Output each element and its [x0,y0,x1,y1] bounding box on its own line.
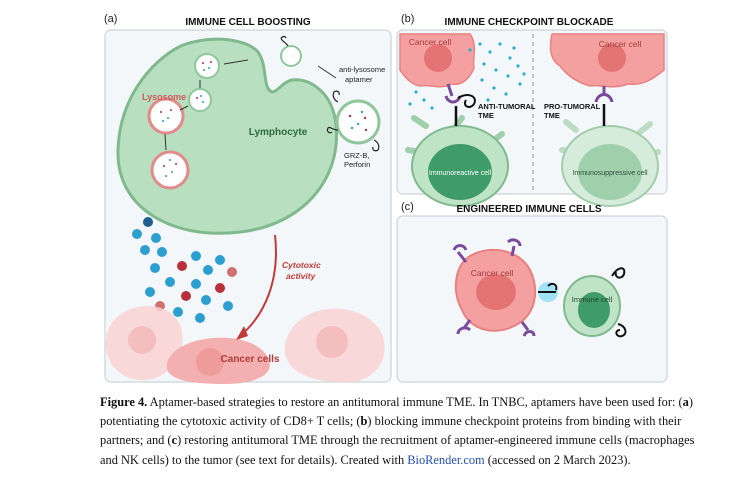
cancer-cell-c [452,238,537,337]
immunoreactive-label: Immunoreactive cell [429,170,492,177]
cancer-cell-left-label: Cancer cell [409,37,452,47]
caption-text: ) restoring antitumoral TME through the … [100,433,695,467]
checkpoint-receptor [594,86,614,103]
aptamer-icon [538,282,558,293]
granule-dots [132,217,237,323]
arrow-vesicle-1 [223,59,249,65]
arrow-vesicle-4 [164,133,167,151]
panel-b-title: IMMUNE CHECKPOINT BLOCKADE [445,17,614,28]
panel-b-letter: (b) [401,13,414,25]
caption-label: Figure 4. [100,395,148,409]
aptamer-icon [372,139,380,152]
antibody-dots [408,42,526,110]
caption-text: (accessed on 2 March 2023). [484,452,631,467]
aptamer-icon [615,323,627,338]
biorender-link[interactable]: BioRender.com [407,452,485,467]
lysosome-2 [150,150,190,190]
aptamer-icon [332,90,340,103]
lysosome-label: Lysosome [142,92,186,102]
vesicle-membrane [280,45,302,67]
granule-vesicle [335,99,381,145]
aptamer-icon [280,35,289,47]
caption-a: a [682,395,689,409]
anti-lysosome-label: anti-lysosome [339,65,385,74]
immune-cell-label: Immune cell [572,295,613,304]
cytotoxic-label: Cytotoxic [282,260,321,270]
anti-tumoral-label: ANTI-TUMORAL [478,102,536,111]
caption-text: ) blocking immune checkpoint proteins fr… [100,414,682,448]
lymphocyte-label: Lymphocyte [249,127,308,138]
immunosuppressive-label: Immunosuppressive cell [572,170,648,177]
panel-c-letter: (c) [401,201,414,213]
cancer-cell-right-label: Cancer cell [599,39,642,49]
anti-lysosome-label-2: aptamer [345,75,373,84]
arrow-vesicle-3 [179,105,189,111]
caption-c: c [171,433,178,448]
caption-b: b [360,414,368,429]
aptamer-icon [457,94,476,108]
cancer-nucleus-right [598,44,626,72]
cytotoxic-label-2: activity [286,271,317,281]
cancer-nucleus-left [424,44,452,72]
cancer-cell-c-label: Cancer cell [471,268,514,278]
panel-a-title: IMMUNE CELL BOOSTING [185,17,311,28]
caption-text: Aptamer-based strategies to restore an a… [147,395,683,409]
granule-label-2: Perforin [344,160,370,169]
immune-cell-c [563,275,621,337]
panel-c-title: ENGINEERED IMMUNE CELLS [456,204,601,215]
figure-4: (a) IMMUNE CELL BOOSTING Lymphocyte Lyso… [104,13,668,384]
cytotoxic-arrow [239,234,277,337]
cancer-cells-label: Cancer cells [221,354,280,365]
pro-tumoral-label-2: TME [544,111,560,120]
figure-caption: Figure 4. Aptamer-based strategies to re… [100,393,700,470]
cancer-cells-group [105,306,385,384]
anti-tumoral-label-2: TME [478,111,494,120]
aptamer-icon [611,267,626,279]
immunosuppressive-cell [559,119,661,207]
aptamer-icon [326,126,339,134]
arrow-granule [317,65,337,79]
cytotoxic-arrowhead [236,326,248,340]
caption-text: ) potentiating the cytotoxic activity of… [100,395,693,429]
vesicle-mid [188,88,212,112]
immunoreactive-cell [405,115,509,207]
panel-a-letter: (a) [104,13,117,25]
granule-label: GRZ-B, [344,151,369,160]
lysosome-1 [147,97,185,135]
vesicle-top [194,53,220,79]
pro-tumoral-label: PRO-TUMORAL [544,102,601,111]
